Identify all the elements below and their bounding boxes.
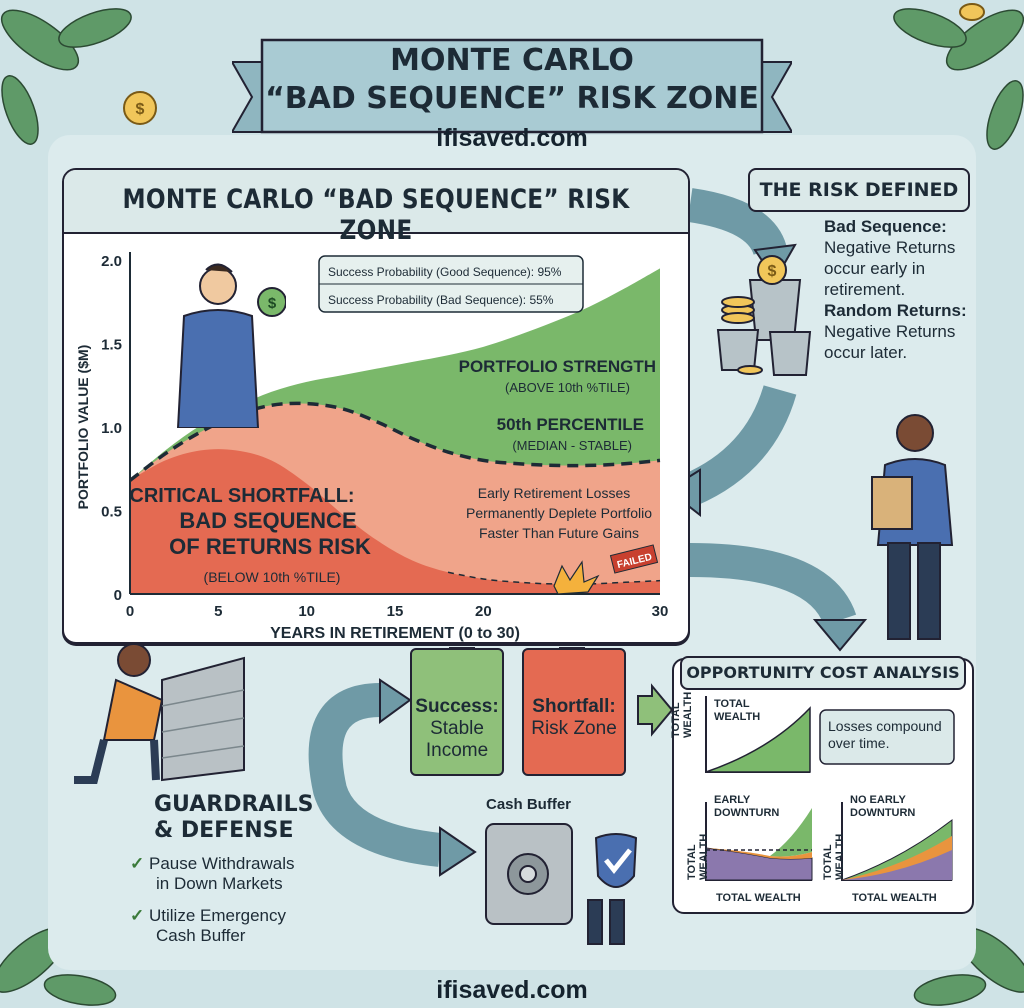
svg-text:$: $: [136, 101, 145, 118]
bad-sequence-text-1: Negative Returns: [824, 238, 956, 257]
note-line-3: Faster Than Future Gains: [479, 525, 639, 541]
bad-sequence-text-3: retirement.: [824, 280, 906, 299]
x-tick-label: 20: [475, 603, 492, 620]
chart-title: MONTE CARLO “BAD SEQUENCE” RISK ZONE: [122, 184, 630, 246]
prob-good-label: Success Probability (Good Sequence): 95%: [328, 265, 562, 279]
guardrails-title-2: & DEFENSE: [154, 818, 294, 843]
failure-burst-icon: [553, 560, 600, 595]
mini2-ylabel: TOTAL WEALTH: [686, 833, 710, 880]
wall-builder-illustration: [74, 643, 245, 784]
mini2-title-2: DOWNTURN: [714, 807, 780, 819]
mini3-title-2: DOWNTURN: [850, 807, 916, 819]
chart-header: MONTE CARLO “BAD SEQUENCE” RISK ZONE: [64, 170, 688, 246]
guardrails-title: GUARDRAILS & DEFENSE: [154, 792, 314, 844]
prob-bad-label: Success Probability (Bad Sequence): 55%: [328, 293, 554, 307]
x-tick-label: 15: [387, 603, 404, 620]
x-tick-label: 0: [126, 603, 134, 620]
losses-note-1: Losses compound: [828, 718, 942, 734]
analyst-person-icon: [871, 414, 954, 640]
median-sub-label: (MEDIAN - STABLE): [512, 438, 632, 453]
shortfall-sub-label: (BELOW 10th %TILE): [204, 569, 341, 585]
median-label: 50th PERCENTILE: [497, 415, 644, 434]
opportunity-mini-charts: [705, 696, 955, 881]
safe-with-shield-illustration: [485, 823, 638, 945]
shortfall-outcome-box: Shortfall: Risk Zone: [522, 648, 626, 776]
svg-text:$: $: [768, 263, 777, 280]
site-name-bottom[interactable]: ifisaved.com: [436, 976, 588, 1004]
success-text-2: Income: [425, 740, 489, 761]
mini3-title: NO EARLY DOWNTURN: [850, 794, 915, 820]
x-tick-label: 30: [652, 603, 669, 620]
x-tick-label: 5: [214, 603, 222, 620]
mini2-title: EARLY DOWNTURN: [714, 794, 779, 820]
guardrail-item-cash: ✓ Utilize Emergency Cash Buffer: [130, 906, 286, 946]
y-tick-label: 2.0: [101, 253, 122, 270]
guardrail-item-1-line-2: in Down Markets: [156, 874, 283, 893]
critical-shortfall-area: [130, 449, 660, 594]
success-label: Success:: [415, 696, 499, 717]
mini1-title-1: TOTAL: [714, 698, 750, 710]
random-returns-text-2: occur later.: [824, 343, 908, 362]
losses-note: Losses compound over time.: [828, 718, 942, 752]
mini3-xlabel: TOTAL WEALTH: [852, 892, 937, 904]
y-axis-label: PORTFOLIO VALUE ($M): [75, 345, 91, 510]
bad-sequence-text-2: occur early in: [824, 259, 926, 278]
risk-defined-title: THE RISK DEFINED: [748, 168, 970, 212]
risk-definitions: Bad Sequence: Negative Returns occur ear…: [824, 216, 1004, 363]
mini2-title-1: EARLY: [714, 794, 751, 806]
note-line-2: Permanently Deplete Portfolio: [466, 505, 652, 521]
mini2-xlabel: TOTAL WEALTH: [716, 892, 801, 904]
success-outcome-box: Success: Stable Income: [410, 648, 504, 776]
failed-tag: [609, 544, 659, 574]
check-icon: ✓: [130, 906, 145, 925]
success-text-1: Stable: [430, 718, 484, 739]
y-tick-label: 1.0: [101, 420, 122, 437]
shortfall-label-2: BAD SEQUENCE: [179, 508, 356, 533]
mini3-title-1: NO EARLY: [850, 794, 906, 806]
median-dashed-line: [128, 401, 661, 482]
bad-sequence-label: Bad Sequence:: [824, 217, 947, 236]
guardrails-title-1: GUARDRAILS: [154, 792, 314, 817]
x-tick-label: 10: [298, 603, 315, 620]
banner-line-1: MONTE CARLO: [390, 43, 634, 78]
failed-path-line: [447, 571, 661, 585]
note-line-1: Early Retirement Losses: [478, 485, 631, 501]
shortfall-label-1: CRITICAL SHORTFALL:: [129, 485, 354, 507]
y-tick-label: 1.5: [101, 337, 122, 354]
coin-buckets-illustration: $: [716, 255, 812, 376]
svg-text:$: $: [268, 295, 277, 312]
banner-title: MONTE CARLO “BAD SEQUENCE” RISK ZONE: [262, 42, 762, 118]
strength-sub-label: (ABOVE 10th %TILE): [505, 380, 630, 395]
cash-buffer-label: Cash Buffer: [486, 796, 572, 813]
investor-person-icon: $: [176, 263, 286, 428]
mini1-title-2: WEALTH: [714, 711, 761, 723]
losses-note-2: over time.: [828, 735, 890, 751]
mini1-ylabel: TOTAL WEALTH: [670, 691, 694, 738]
site-name-top[interactable]: ifisaved.com: [436, 124, 588, 152]
shortfall-text: Risk Zone: [531, 718, 617, 739]
random-returns-text-1: Negative Returns: [824, 322, 956, 341]
random-returns-label: Random Returns:: [824, 301, 967, 320]
banner-line-2: “BAD SEQUENCE” RISK ZONE: [265, 81, 759, 116]
guardrail-item-1-line-1: Pause Withdrawals: [148, 854, 295, 873]
title-banner: [232, 38, 792, 134]
opportunity-cost-title: OPPORTUNITY COST ANALYSIS: [680, 656, 966, 690]
guardrail-item-2-line-1: Utilize Emergency: [148, 906, 286, 925]
strength-label: PORTFOLIO STRENGTH: [459, 357, 656, 376]
x-axis-label: YEARS IN RETIREMENT (0 to 30): [270, 625, 520, 642]
guardrail-item-pause: ✓ Pause Withdrawals in Down Markets: [130, 854, 295, 894]
mini1-title: TOTAL WEALTH: [714, 698, 760, 724]
shortfall-label-3: OF RETURNS RISK: [169, 534, 371, 559]
shortfall-label: Shortfall:: [532, 696, 616, 717]
y-tick-label: 0: [114, 587, 122, 604]
risk-zone-chart-card: MONTE CARLO “BAD SEQUENCE” RISK ZONE 0 0.…: [62, 168, 690, 644]
y-tick-label: 0.5: [101, 504, 122, 521]
guardrail-item-2-line-2: Cash Buffer: [156, 926, 246, 945]
check-icon: ✓: [130, 854, 145, 873]
mini3-ylabel: TOTAL WEALTH: [822, 833, 846, 880]
